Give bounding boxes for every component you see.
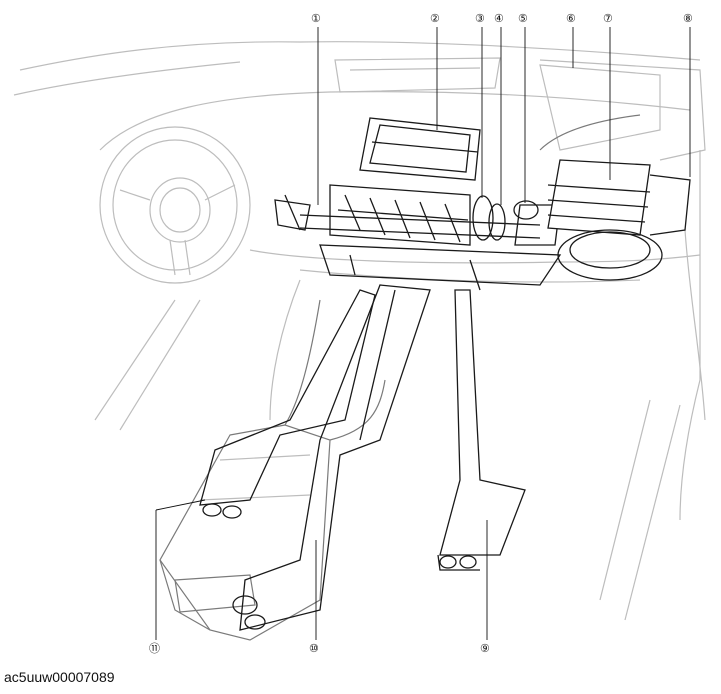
callout-4: ④: [494, 13, 504, 25]
callout-1: ①: [311, 13, 321, 25]
dashboard-outline: [13, 41, 706, 621]
rear-ducts: [199, 284, 526, 631]
callout-8: ⑧: [683, 13, 693, 25]
callout-5: ⑤: [518, 13, 528, 25]
figure-code: ac5uuw00007089: [4, 669, 115, 685]
leader-lines: [155, 27, 691, 640]
steering-wheel: [99, 126, 251, 284]
callout-labels: ① ② ③ ④ ⑤ ⑥ ⑦ ⑧ ⑨ ⑩ ⑪: [149, 13, 693, 655]
hvac-unit: [274, 117, 562, 291]
callout-11: ⑪: [149, 642, 160, 655]
callout-3: ③: [475, 13, 485, 25]
callout-6: ⑥: [566, 13, 576, 25]
blower-unit: [539, 64, 691, 281]
centre-console: [159, 299, 386, 641]
callout-9: ⑨: [480, 643, 490, 655]
callout-2: ②: [430, 13, 440, 25]
callout-10: ⑩: [309, 643, 319, 655]
callout-7: ⑦: [603, 13, 613, 25]
